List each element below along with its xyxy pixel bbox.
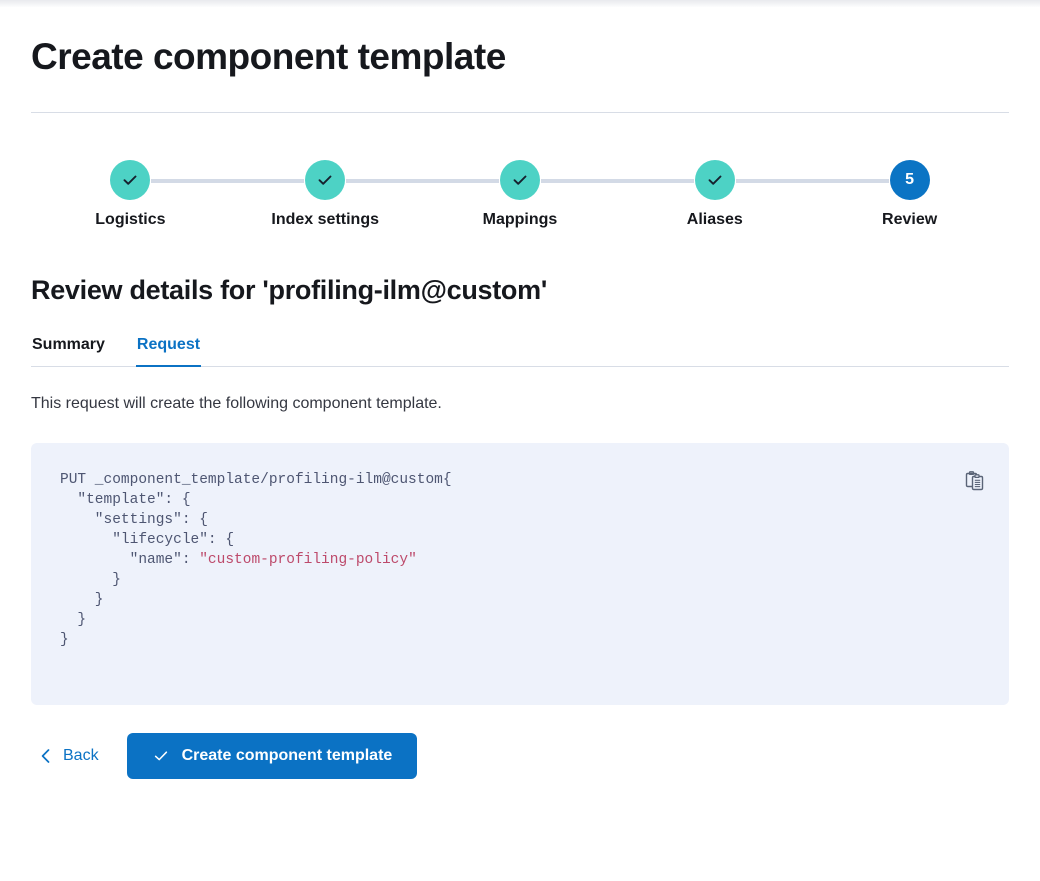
tab-summary[interactable]: Summary	[31, 336, 106, 366]
stepper-step-index-settings[interactable]: Index settings	[151, 160, 423, 229]
stepper-step-mappings[interactable]: Mappings	[346, 160, 618, 229]
create-component-template-page: Create component template Logistics Inde…	[0, 7, 1040, 881]
check-icon	[513, 175, 527, 185]
copy-clipboard-icon	[965, 471, 984, 491]
check-icon	[708, 175, 722, 185]
back-button-label: Back	[63, 747, 99, 764]
stepper-step-review[interactable]: 5 Review	[735, 160, 1007, 229]
tab-request[interactable]: Request	[135, 336, 202, 367]
request-code-block: PUT _component_template/profiling-ilm@cu…	[60, 470, 985, 650]
chevron-left-icon	[41, 749, 50, 763]
stepper-connector	[346, 179, 499, 183]
stepper-label: Aliases	[686, 211, 743, 228]
wizard-stepper: Logistics Index settings Mappings	[31, 160, 1009, 229]
copy-to-clipboard-button[interactable]	[963, 469, 987, 493]
stepper-circle-complete	[305, 160, 346, 200]
stepper-connector	[541, 179, 694, 183]
page-title: Create component template	[31, 36, 506, 77]
stepper-label: Logistics	[95, 211, 166, 228]
request-code-panel: PUT _component_template/profiling-ilm@cu…	[31, 443, 1009, 705]
stepper-label: Review	[882, 211, 938, 228]
stepper-step-logistics[interactable]: Logistics	[33, 160, 228, 229]
stepper-label: Index settings	[271, 211, 379, 228]
create-component-template-label: Create component template	[181, 747, 393, 764]
request-body-before: { "template": { "settings": { "lifecycle…	[77, 472, 452, 568]
stepper-circle-complete	[694, 160, 735, 200]
wizard-actions: Back Create component template	[31, 733, 1009, 779]
title-divider	[31, 112, 1009, 113]
stepper-circle-current: 5	[889, 160, 930, 200]
check-icon	[154, 751, 167, 761]
back-button[interactable]: Back	[31, 739, 109, 773]
check-icon	[123, 175, 137, 185]
request-string-value: "custom-profiling-policy"	[199, 552, 417, 568]
stepper-connector	[151, 179, 305, 183]
stepper-circle-complete	[499, 160, 540, 200]
check-icon	[318, 175, 332, 185]
create-component-template-button[interactable]: Create component template	[126, 733, 418, 779]
stepper-step-aliases[interactable]: Aliases	[541, 160, 812, 229]
window-top-band	[0, 0, 1040, 7]
stepper-step-number: 5	[905, 171, 915, 188]
review-heading: Review details for 'profiling-ilm@custom…	[31, 275, 547, 305]
review-tabs: Summary Request	[31, 336, 1009, 367]
stepper-circle-complete	[110, 160, 151, 200]
stepper-label: Mappings	[482, 211, 558, 228]
request-body-after: } } } }	[60, 572, 121, 648]
request-method-line: PUT _component_template/profiling-ilm@cu…	[60, 472, 443, 488]
request-description: This request will create the following c…	[31, 395, 442, 412]
stepper-connector	[735, 179, 889, 183]
